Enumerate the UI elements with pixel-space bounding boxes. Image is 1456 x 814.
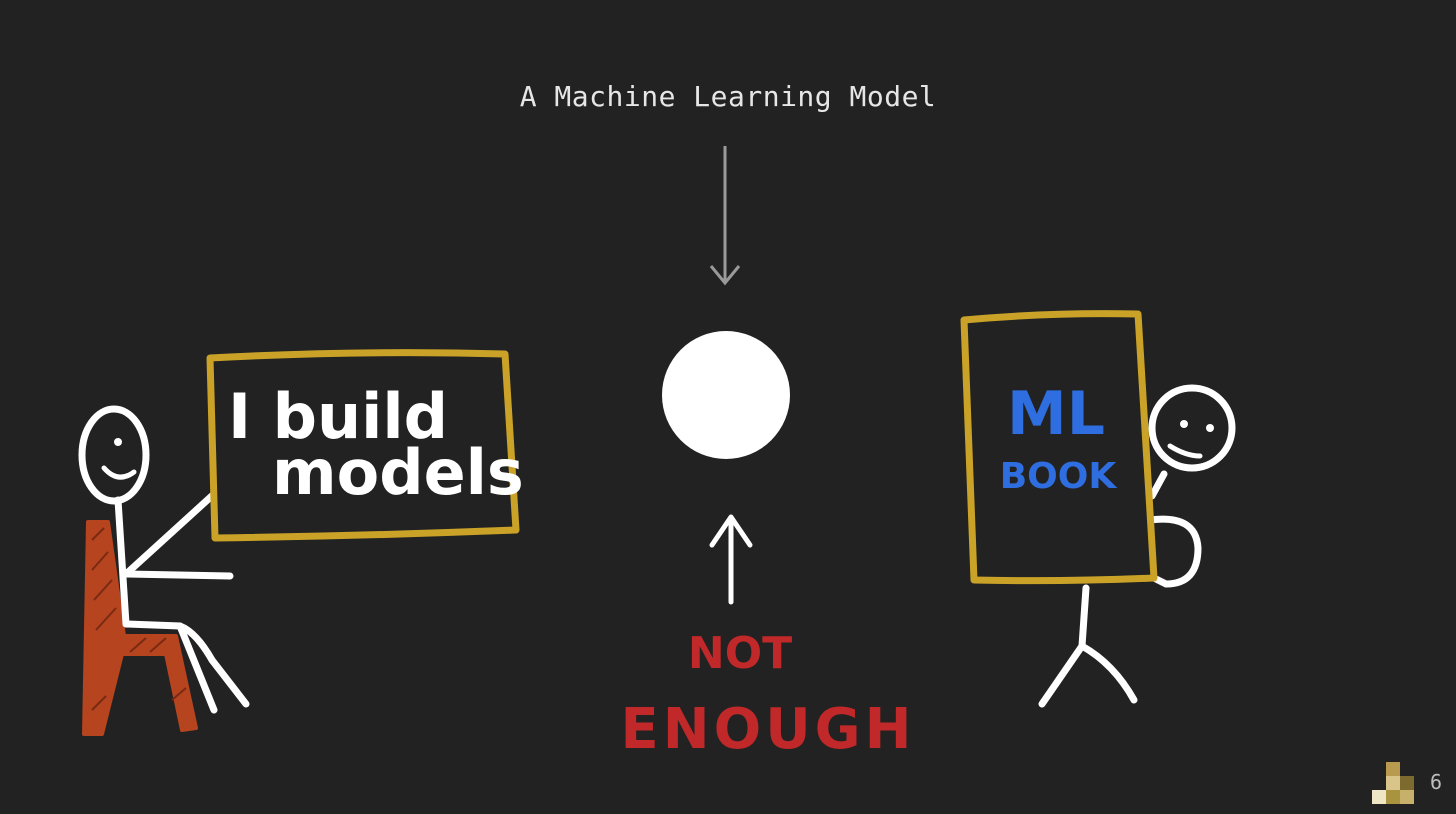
arrow-up-icon bbox=[709, 514, 753, 605]
sign-text-line2: models bbox=[272, 436, 524, 509]
book-frame bbox=[960, 310, 1158, 585]
left-figure: I build models bbox=[78, 349, 524, 736]
caption-line1: NOT bbox=[688, 628, 792, 679]
right-figure: ML BOOK bbox=[960, 310, 1236, 708]
chair-icon bbox=[82, 520, 198, 736]
sign-text-line1: I build bbox=[228, 380, 448, 453]
slide-title: A Machine Learning Model bbox=[519, 80, 937, 113]
book-text-line1: ML bbox=[1007, 379, 1105, 449]
page-number: 6 bbox=[1429, 770, 1443, 794]
book-text-line2: BOOK bbox=[1000, 456, 1118, 497]
caption-line2: ENOUGH bbox=[620, 697, 915, 762]
model-circle bbox=[662, 331, 790, 459]
sign-frame bbox=[206, 349, 520, 542]
arrow-down-icon bbox=[709, 146, 741, 286]
pixel-logo-icon bbox=[1372, 762, 1414, 804]
